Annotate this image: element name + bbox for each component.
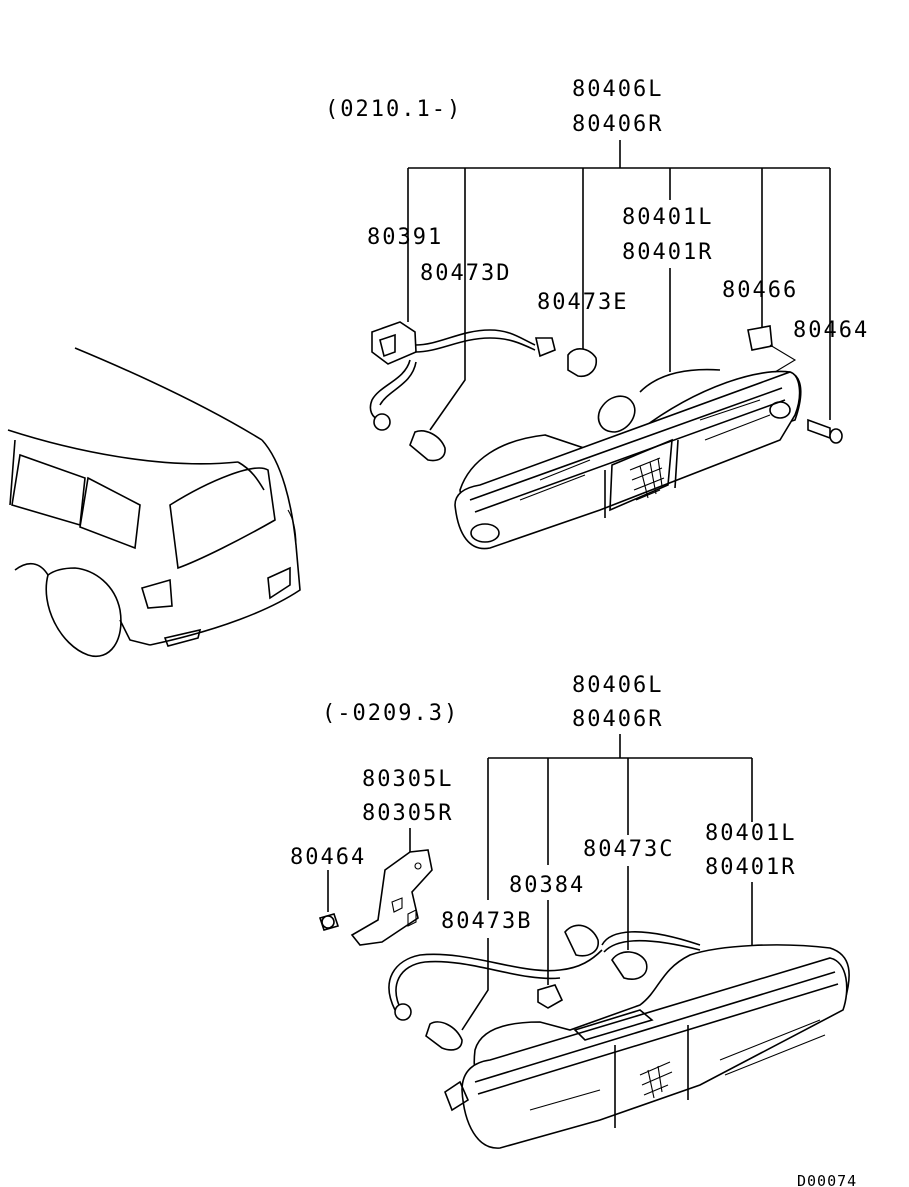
lower-screw-part: 80464 bbox=[290, 845, 366, 870]
lower-leader-lines bbox=[327, 734, 753, 1031]
lower-bulb-c-part: 80473C bbox=[583, 837, 674, 862]
upper-bulb-e-part: 80473E bbox=[537, 290, 628, 315]
lower-lens-part-l: 80401L bbox=[705, 821, 796, 846]
upper-lens-part-r: 80401R bbox=[622, 240, 713, 265]
vehicle-illustration bbox=[7, 347, 301, 658]
lower-lamp-housing bbox=[444, 944, 850, 1149]
lower-lens-part-r: 80401R bbox=[705, 855, 796, 880]
upper-leader-lines bbox=[407, 140, 831, 431]
upper-clip-part: 80466 bbox=[722, 278, 798, 303]
lower-bulb-b-part: 80473B bbox=[441, 909, 532, 934]
lower-socket-part: 80384 bbox=[509, 873, 585, 898]
upper-harness-part: 80391 bbox=[367, 225, 443, 250]
lower-screw bbox=[318, 913, 340, 931]
upper-assembly-part-l: 80406L bbox=[572, 77, 663, 102]
lower-date-range: (-0209.3) bbox=[322, 701, 459, 726]
upper-lens-part-l: 80401L bbox=[622, 205, 713, 230]
upper-screw bbox=[807, 418, 843, 444]
upper-lamp-housing bbox=[454, 368, 802, 550]
upper-assembly-part-r: 80406R bbox=[572, 112, 663, 137]
lower-assembly-part-l: 80406L bbox=[572, 673, 663, 698]
upper-clip bbox=[747, 325, 797, 373]
lower-wire-harness bbox=[388, 924, 701, 1051]
lower-assembly-part-r: 80406R bbox=[572, 707, 663, 732]
lower-bracket bbox=[350, 849, 433, 946]
lower-bracket-part-l: 80305L bbox=[362, 767, 453, 792]
upper-wire-harness bbox=[369, 321, 598, 462]
upper-screw-part: 80464 bbox=[793, 318, 869, 343]
lower-bracket-part-r: 80305R bbox=[362, 801, 453, 826]
upper-date-range: (0210.1-) bbox=[325, 97, 462, 122]
diagram-code: D00074 bbox=[797, 1172, 857, 1187]
